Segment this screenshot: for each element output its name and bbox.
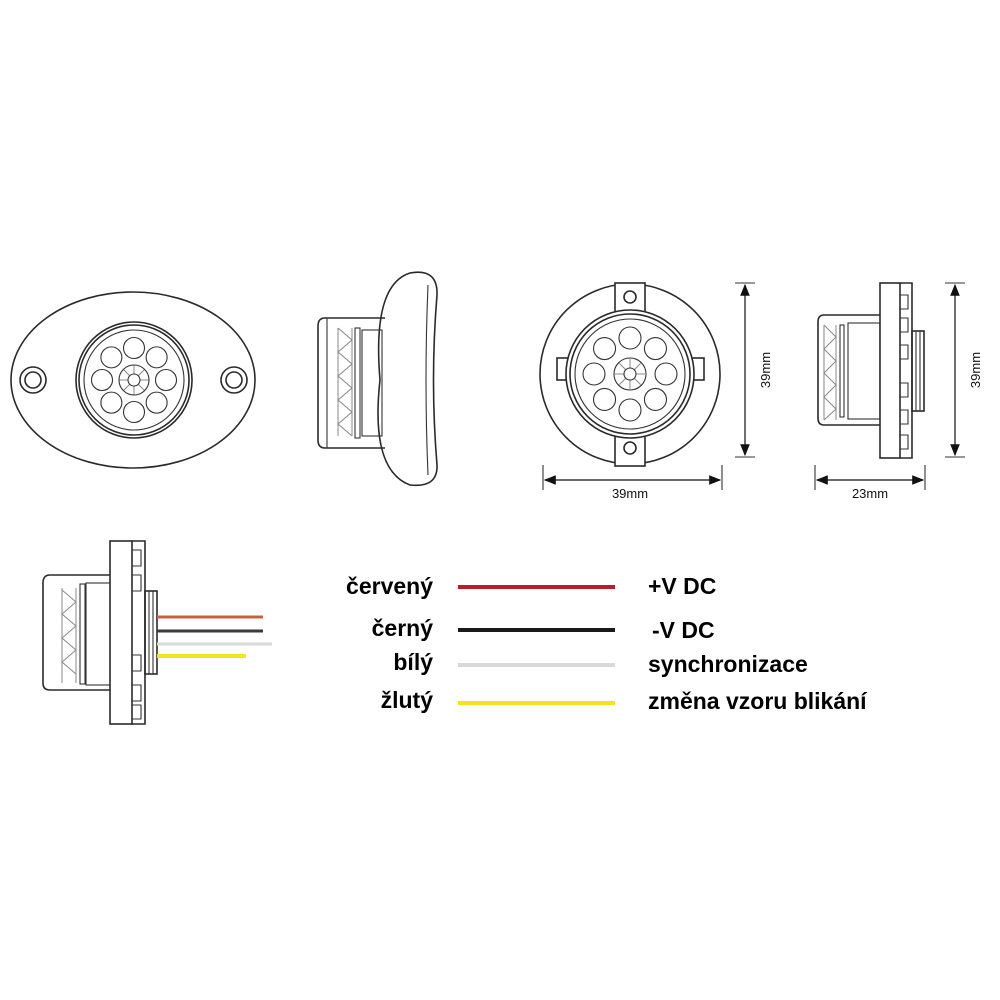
legend-row-red: červený +V DC (346, 573, 716, 599)
led-icon (618, 326, 642, 350)
lens-spoke (123, 369, 131, 377)
legend-row-yellow: žlutý změna vzoru blikání (381, 687, 869, 714)
lens-spoke (123, 383, 131, 391)
led-icon (90, 368, 114, 392)
led-icon (643, 387, 668, 412)
wire-color-name: černý (372, 615, 434, 641)
wire-function: synchronizace (648, 651, 808, 677)
lens-spoke (619, 363, 627, 371)
dimension-depth-side: 23mm (814, 465, 926, 501)
dimension-width-front: 39mm (542, 465, 723, 501)
led-icon (145, 391, 168, 414)
lens-spoke (633, 363, 641, 371)
round-mount-front-view (539, 282, 721, 467)
wire-function: -V DC (652, 617, 715, 643)
wired-side-view (42, 540, 272, 725)
oval-mount-side-view (317, 271, 438, 487)
legend-row-white: bílý synchronizace (393, 649, 807, 677)
led-icon (122, 400, 146, 424)
led-icon (145, 346, 168, 369)
dimension-height-side: 39mm (945, 282, 983, 458)
wiring-legend: červený +V DC černý -V DC bílý synchroni… (346, 573, 868, 714)
wire-color-name: žlutý (381, 687, 434, 713)
wire-function: změna vzoru blikání (648, 688, 868, 714)
wire-color-name: bílý (393, 649, 433, 675)
led-icon (592, 336, 617, 361)
legend-row-black: černý -V DC (372, 615, 715, 643)
dimension-label: 39mm (758, 352, 773, 388)
led-icon (100, 346, 123, 369)
led-icon (592, 387, 617, 412)
led-array (582, 326, 678, 422)
led-icon (100, 391, 123, 414)
dimension-label: 39mm (968, 352, 983, 388)
oval-mount-top-view (10, 291, 256, 469)
lens-spoke (619, 377, 627, 385)
dimension-label: 23mm (852, 486, 888, 501)
dimension-height-front: 39mm (735, 282, 773, 458)
lens-spoke (633, 377, 641, 385)
dimension-label: 39mm (612, 486, 648, 501)
led-icon (618, 398, 642, 422)
lens-spoke (137, 369, 145, 377)
led-icon (654, 362, 678, 386)
led-array (90, 336, 178, 424)
wire-function: +V DC (648, 573, 716, 599)
led-icon (582, 362, 606, 386)
wire-color-name: červený (346, 573, 433, 599)
led-icon (154, 368, 178, 392)
lens-spoke (137, 383, 145, 391)
led-icon (122, 336, 146, 360)
round-mount-side-view (817, 282, 925, 459)
led-icon (643, 336, 668, 361)
